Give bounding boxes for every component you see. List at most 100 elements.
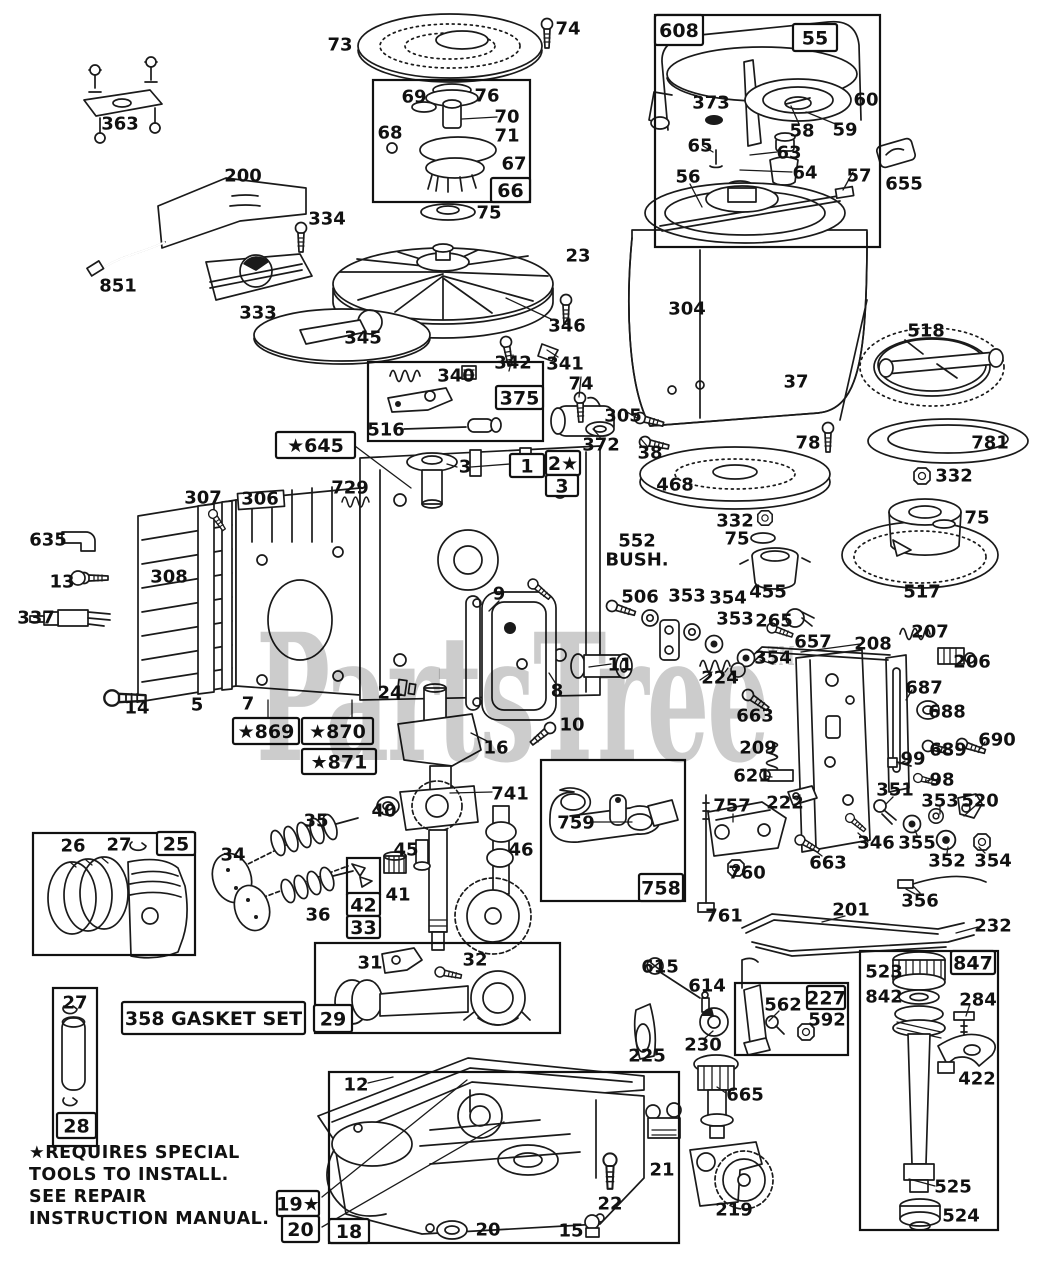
- part-label-562: 562: [764, 995, 802, 1016]
- part-label-655: 655: [885, 174, 923, 195]
- part-label-523: 523: [865, 962, 903, 983]
- oil-fittings-drawing: [29, 531, 147, 707]
- label-box: [637, 872, 685, 903]
- label-text: 42: [350, 895, 376, 917]
- label-text: 847: [953, 953, 993, 975]
- part-label-75: 75: [724, 529, 749, 550]
- part-label-304: 304: [668, 299, 706, 320]
- part-label-209: 209: [739, 738, 777, 759]
- part-label-353: 353: [716, 609, 754, 630]
- part-label-517: 517: [903, 582, 941, 603]
- part-label-24: 24: [377, 683, 402, 704]
- connecting-rod-drawing: [334, 947, 531, 1026]
- part-label-63: 63: [776, 143, 801, 164]
- part-group-box: [313, 941, 562, 1035]
- oil-plug-drawing: [61, 1005, 86, 1107]
- valves-drawing: [211, 796, 400, 932]
- part-label-230: 230: [684, 1035, 722, 1056]
- rotating-screen-drawing: [639, 446, 831, 510]
- label-box: [345, 914, 382, 940]
- boxed-part-label-2: 2★: [544, 449, 582, 477]
- flywheel-plate-drawing: [253, 293, 573, 365]
- label-box: [300, 747, 378, 776]
- part-label-363: 363: [101, 114, 139, 135]
- part-label-688: 688: [928, 702, 966, 723]
- part-label-468: 468: [656, 475, 694, 496]
- part-group-box: [539, 758, 687, 903]
- piston-rings-drawing: [47, 841, 188, 959]
- part-label-354: 354: [709, 588, 747, 609]
- ignition-points-drawing: [387, 334, 615, 437]
- control-linkage-drawing: [633, 957, 815, 1060]
- label-box: [280, 1214, 321, 1244]
- part-label-8: 8: [551, 681, 564, 702]
- camshaft-drawing: [383, 805, 532, 955]
- part-label-741: 741: [491, 784, 529, 805]
- dipstick-assembly-drawing: [892, 951, 997, 1231]
- part-label-222: 222: [766, 793, 804, 814]
- footnote-line: TOOLS TO INSTALL.: [29, 1165, 229, 1185]
- part-label-690: 690: [978, 730, 1016, 751]
- label-text: 375: [500, 388, 540, 410]
- label-text: 19★: [276, 1194, 319, 1216]
- part-group-box: [858, 949, 1000, 1232]
- label-text: ★870: [309, 721, 366, 743]
- part-label-781: 781: [971, 433, 1009, 454]
- part-label-7: 7: [242, 694, 255, 715]
- boxed-part-label-18: 18: [327, 1217, 371, 1245]
- part-label-207: 207: [911, 622, 949, 643]
- part-label-334: 334: [308, 209, 346, 230]
- part-label-15: 15: [558, 1221, 583, 1242]
- part-label-615: 615: [641, 957, 679, 978]
- label-box: [544, 473, 580, 498]
- washer-drawing: [932, 519, 956, 529]
- gear-ring-drawing: [867, 418, 1029, 464]
- part-label-342: 342: [494, 353, 532, 374]
- part-label-31: 31: [357, 953, 382, 974]
- oil-fill-drawing: [645, 1054, 774, 1210]
- boxed-part-label-25: 25: [155, 830, 197, 857]
- part-label-346: 346: [548, 316, 586, 337]
- boxed-part-label-66: 66: [489, 176, 532, 204]
- part-label-337: 337: [17, 608, 55, 629]
- part-label-78: 78: [795, 433, 820, 454]
- part-label-340: 340: [437, 366, 475, 387]
- part-label-75: 75: [476, 203, 501, 224]
- muffler-drawing: [465, 576, 633, 749]
- part-label-373: 373: [692, 93, 730, 114]
- label-box: [300, 716, 375, 746]
- part-label-308: 308: [150, 567, 188, 588]
- part-label-13: 13: [49, 572, 74, 593]
- starter-clutch-drawing: [386, 83, 497, 193]
- part-label-455: 455: [749, 582, 787, 603]
- part-label-20: 20: [475, 1220, 500, 1241]
- part-label-98: 98: [929, 770, 954, 791]
- part-label-64: 64: [792, 163, 817, 184]
- part-label-219: 219: [715, 1200, 753, 1221]
- part-label-332: 332: [935, 466, 973, 487]
- part-label-506: 506: [621, 587, 659, 608]
- part-label-224: 224: [701, 668, 739, 689]
- diagram-artwork: [29, 13, 1029, 1240]
- part-label-201: 201: [832, 900, 870, 921]
- label-text: 758: [641, 878, 681, 900]
- part-label-76: 76: [474, 86, 499, 107]
- label-box: [489, 176, 532, 204]
- part-label-bush: BUSH.: [605, 550, 668, 571]
- part-label-614: 614: [688, 976, 726, 997]
- part-label-760: 760: [728, 863, 766, 884]
- boxed-part-label-33: 33: [345, 914, 382, 940]
- part-label-74: 74: [568, 374, 593, 395]
- part-label-27: 27: [62, 993, 87, 1014]
- part-label-58: 58: [789, 121, 814, 142]
- label-text: 33: [350, 917, 376, 939]
- boxed-part-label-28: 28: [55, 1111, 98, 1140]
- label-text: 358 GASKET SET: [125, 1008, 302, 1030]
- part-label-12: 12: [343, 1075, 368, 1096]
- boxed-part-label-19: 19★: [275, 1189, 321, 1218]
- part-label-56: 56: [675, 167, 700, 188]
- part-label-552: 552: [618, 531, 656, 552]
- label-text: ★871: [311, 752, 368, 774]
- label-text: 66: [497, 180, 523, 202]
